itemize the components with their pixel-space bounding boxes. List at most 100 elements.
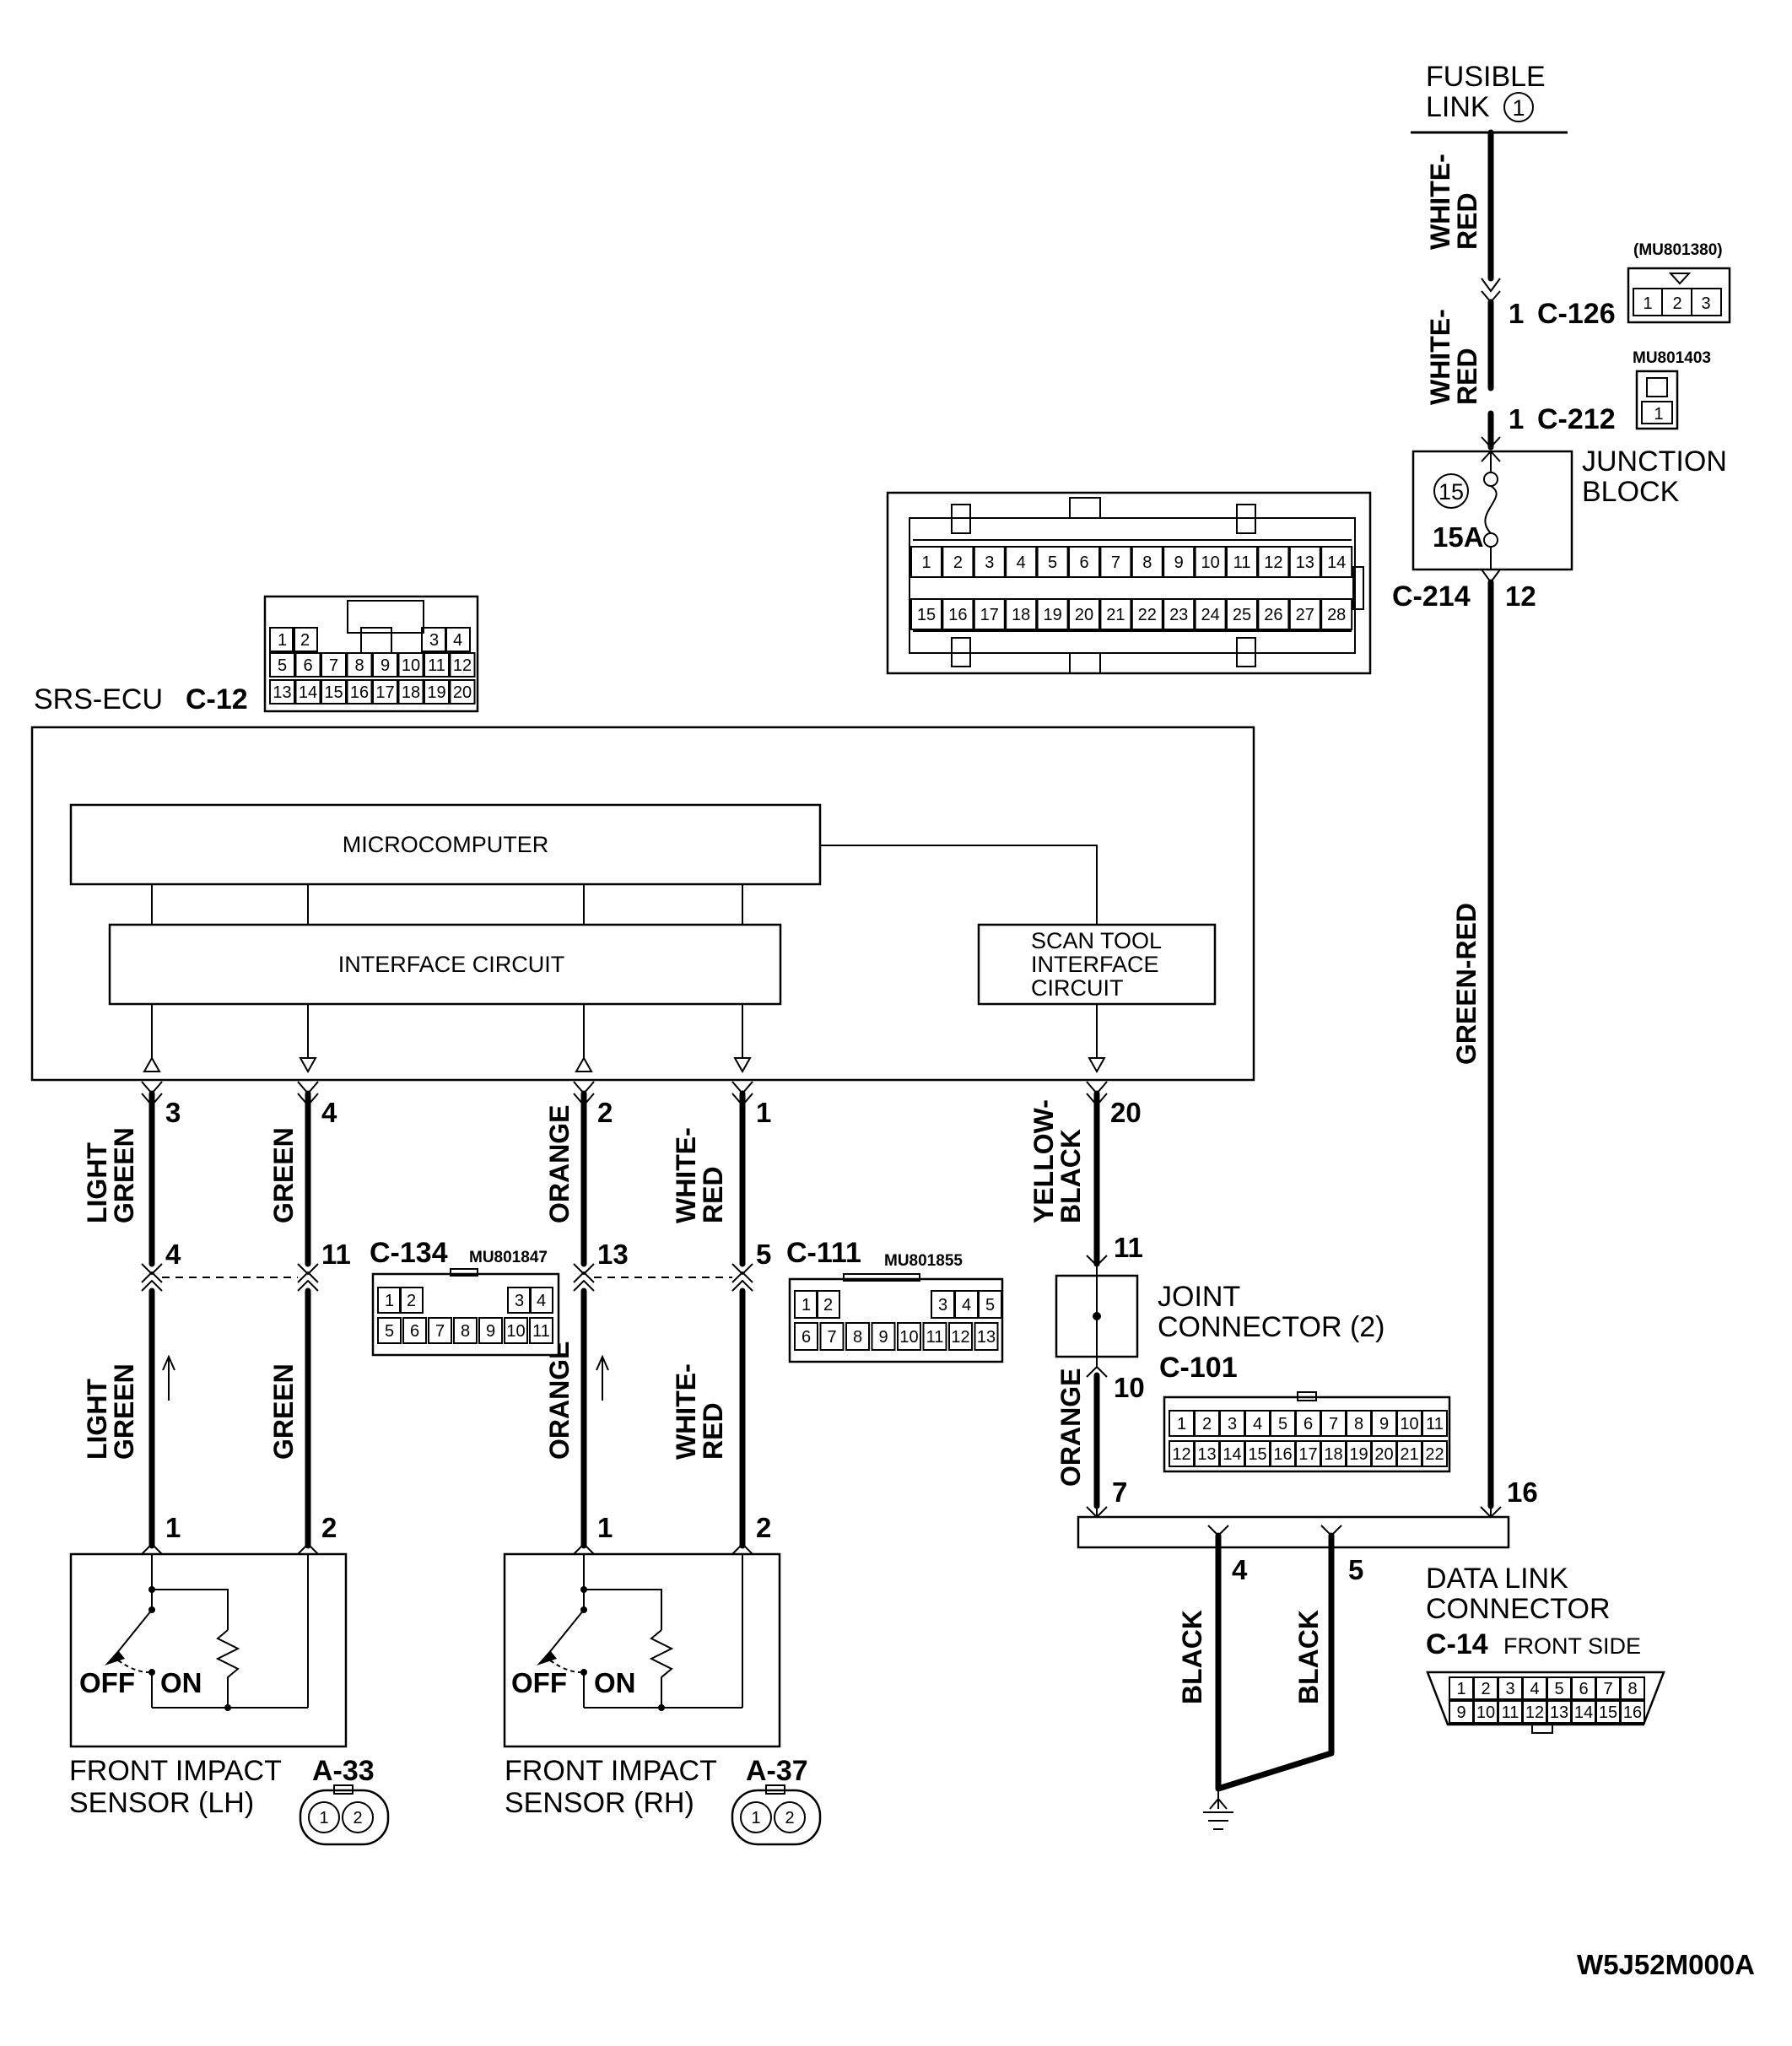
big-cell-label: 27 — [1296, 606, 1314, 624]
big-cell-label: 9 — [1174, 553, 1184, 572]
c111-cell-box — [819, 1322, 845, 1351]
big-cell-box — [1226, 598, 1258, 630]
c126-cell-1: 1 — [1643, 294, 1652, 313]
a33-cell-1: 1 — [319, 1809, 328, 1827]
wc-g-1: GREEN — [268, 1127, 299, 1223]
c12-cell-label: 1 — [278, 631, 287, 650]
big-cell-box — [1226, 546, 1258, 578]
big-cell-label: 25 — [1233, 606, 1251, 624]
c101-cell-label: 15 — [1248, 1445, 1266, 1464]
ecu-pin-1: 1 — [756, 1097, 771, 1128]
big-cell-box — [910, 598, 942, 630]
label-orange-bottom: ORANGE — [544, 1342, 575, 1460]
big-cell-label: 23 — [1169, 606, 1188, 624]
junction-block-label: JUNCTION — [1582, 445, 1727, 478]
c12-cell-label: 4 — [453, 631, 462, 650]
c12-cell-label: 14 — [299, 683, 317, 702]
interface-circuit-label: INTERFACE CIRCUIT — [338, 952, 565, 977]
c134-pin-11: 11 — [321, 1239, 351, 1270]
c134-id: C-134 — [370, 1237, 448, 1269]
big-cell-box — [942, 598, 974, 630]
mid-pin-numbers: 4 11 13 5 1 2 1 2 — [165, 1239, 771, 1543]
sensor-rh-on: ON — [594, 1667, 636, 1698]
c134-part: MU801847 — [469, 1249, 548, 1266]
fusible-link: FUSIBLE LINK 1 — [1411, 61, 1568, 134]
c111-cell-box — [816, 1290, 840, 1319]
c12-cell-box — [397, 652, 424, 678]
c14-cell-label: 15 — [1599, 1703, 1617, 1722]
c134-cell-box — [529, 1317, 553, 1344]
c12-cell-box — [346, 679, 373, 704]
wc-o-2: ORANGE — [544, 1342, 575, 1460]
ecu-pin-4: 4 — [321, 1097, 337, 1128]
c12-cell-label: 16 — [350, 683, 369, 702]
c134-cell-label: 1 — [385, 1292, 394, 1310]
c12-cell-box — [269, 652, 295, 678]
c12-cell-box — [269, 679, 295, 704]
c134-cell-label: 11 — [532, 1322, 550, 1341]
c12-cell-box — [294, 679, 321, 704]
c12-cell-box — [269, 627, 295, 652]
wire-color-green-red: GREEN-RED — [1451, 903, 1482, 1065]
sensor-wires — [141, 1081, 753, 1555]
c101-cell-label: 2 — [1202, 1415, 1212, 1433]
big-cell-box — [1288, 598, 1321, 630]
c126-part: (MU801380) — [1633, 241, 1723, 259]
big-cell-label: 4 — [1017, 553, 1026, 572]
microcomputer-label: MICROCOMPUTER — [343, 832, 549, 857]
c14-cell-label: 6 — [1579, 1680, 1588, 1698]
c12-cell-box — [292, 627, 318, 652]
big-cell-box — [1320, 546, 1353, 578]
scan-line: 11 10 JOINT CONNECTOR (2) — [1055, 1081, 1385, 1509]
c214-pin: 12 — [1505, 580, 1536, 612]
c101-cell-label: 7 — [1329, 1415, 1338, 1433]
wc-lg-1b: GREEN — [109, 1127, 139, 1223]
c134-cell-box — [529, 1287, 553, 1314]
c14-cell-label: 2 — [1481, 1680, 1490, 1698]
c12-cell-label: 3 — [429, 631, 439, 650]
c12-cell-label: 11 — [428, 656, 445, 675]
c12-cell-box — [449, 652, 476, 678]
c101-cell-label: 21 — [1400, 1445, 1418, 1464]
c14-cell-label: 4 — [1530, 1680, 1539, 1698]
c12-cell-label: 7 — [329, 656, 338, 675]
c111-cell-label: 13 — [977, 1328, 996, 1347]
c101-cell-box — [1422, 1410, 1448, 1437]
big-cell-label: 7 — [1111, 553, 1120, 572]
big-cell-label: 28 — [1327, 606, 1346, 624]
data-link-bar: 7 16 4 5 — [1077, 1476, 1538, 1830]
c111-cell-box — [974, 1322, 999, 1351]
c12-cell-box — [372, 679, 398, 704]
c111-cell-label: 5 — [985, 1296, 995, 1315]
wc-lg-1a: LIGHT — [82, 1142, 112, 1223]
c111-id: C-111 — [786, 1237, 861, 1269]
c101-id: C-101 — [1159, 1352, 1238, 1384]
wire-color-wr1-a: WHITE- — [1425, 154, 1455, 250]
big-cell-label: 6 — [1079, 553, 1088, 572]
c134-cell-label: 3 — [515, 1292, 524, 1310]
srs-ecu: SRS-ECU C-12 MICROCOMPUTER INTERFACE CIR… — [30, 683, 1255, 1082]
big-cell-label: 11 — [1233, 553, 1251, 572]
c14-cell-label: 11 — [1502, 1703, 1519, 1722]
big-cell-box — [1194, 598, 1227, 630]
c111-pin-13: 13 — [597, 1239, 629, 1270]
c14-cell-label: 1 — [1456, 1680, 1465, 1698]
c111-cell-box — [871, 1322, 896, 1351]
label-green-red: GREEN-RED — [1451, 903, 1482, 1065]
label-black-4: BLACK — [1177, 1610, 1207, 1704]
big-cell-box — [1005, 598, 1038, 630]
label-black-5: BLACK — [1293, 1610, 1324, 1704]
c14-cell-box — [1620, 1676, 1645, 1700]
big-cell-box — [1131, 546, 1163, 578]
c111-cell-label: 2 — [823, 1296, 833, 1315]
big-cell-box — [1257, 598, 1290, 630]
c134-cell-label: 10 — [506, 1322, 525, 1341]
dlc-label-2: CONNECTOR — [1426, 1593, 1611, 1625]
sensor-lh-label-2: SENSOR (LH) — [69, 1787, 254, 1819]
big-cell-label: 10 — [1201, 553, 1219, 572]
c14-cell-label: 16 — [1623, 1703, 1642, 1722]
label-white-red-ecu: WHITE- RED — [671, 1127, 728, 1223]
dlc-pin-5: 5 — [1348, 1554, 1363, 1585]
